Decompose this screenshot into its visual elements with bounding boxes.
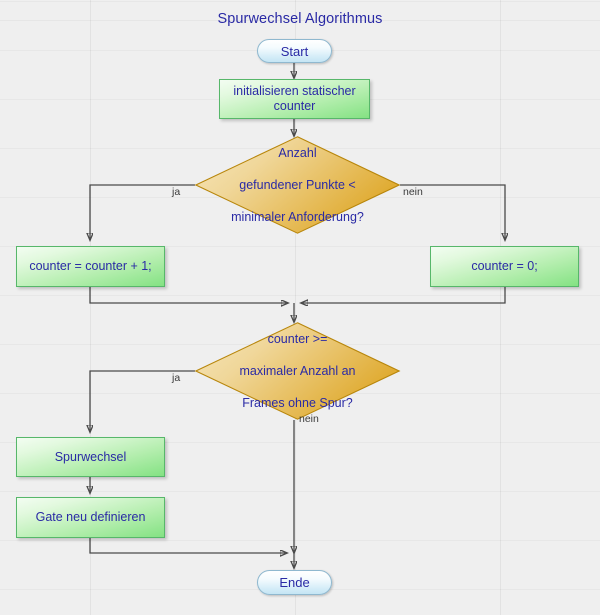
edge-counter-reset-to-merge	[301, 287, 506, 303]
node-redefine-gate[interactable]: Gate neu definieren	[16, 497, 165, 538]
node-end[interactable]: Ende	[257, 570, 332, 595]
node-start[interactable]: Start	[257, 39, 332, 63]
page-title: Spurwechsel Algorithmus	[217, 11, 383, 27]
node-init-counter-label-line2: counter	[273, 99, 316, 113]
edge-label-decision2-no: nein	[299, 413, 319, 425]
edge-label-decision1-no: nein	[403, 186, 423, 198]
node-counter-reset[interactable]: counter = 0;	[430, 246, 579, 287]
node-start-label: Start	[280, 43, 309, 59]
edge-label-decision2-yes: ja	[172, 372, 181, 384]
node-lane-change[interactable]: Spurwechsel	[16, 437, 165, 477]
node-counter-reset-label: counter = 0;	[471, 259, 538, 273]
node-counter-increment[interactable]: counter = counter + 1;	[16, 246, 165, 287]
edge-gate-to-end-merge	[89, 538, 287, 553]
edge-label-decision1-yes: ja	[172, 186, 181, 198]
node-redefine-gate-label: Gate neu definieren	[35, 510, 146, 524]
node-end-label: Ende	[279, 575, 310, 590]
node-init-counter[interactable]: initialisieren statischer counter	[219, 79, 370, 119]
decision-diamond-shape	[194, 136, 401, 234]
node-decision-frames[interactable]: counter >= maximaler Anzahl an Frames oh…	[194, 322, 401, 420]
node-decision-points[interactable]: Anzahl gefundener Punkte < minimaler Anf…	[194, 136, 401, 234]
edge-counter-inc-to-merge	[89, 287, 288, 303]
node-lane-change-label: Spurwechsel	[54, 449, 127, 464]
decision-diamond-shape	[194, 322, 401, 420]
node-init-counter-label-line1: initialisieren statischer	[233, 84, 356, 98]
node-counter-increment-label: counter = counter + 1;	[29, 259, 152, 273]
